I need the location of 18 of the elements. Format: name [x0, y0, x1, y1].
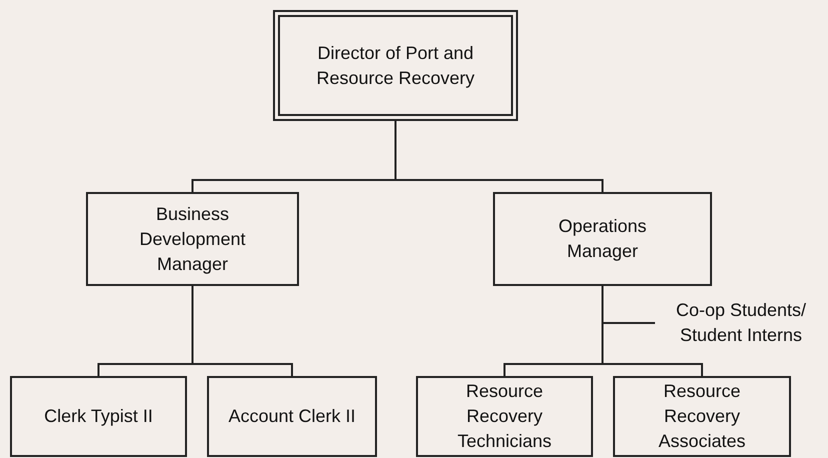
connector-line — [602, 286, 703, 376]
position-title: Account Clerk II — [228, 405, 356, 428]
position-box — [416, 376, 593, 457]
position-title: Clerk Typist II — [44, 405, 153, 428]
manager-box — [493, 192, 712, 286]
position-title: Business Development Manager — [138, 202, 247, 276]
director-box — [273, 10, 518, 121]
connector-line — [394, 121, 604, 192]
position-box — [613, 376, 791, 457]
staff-label: Co-op Students/ Student Interns — [674, 299, 808, 347]
position-box — [207, 376, 377, 457]
position-box — [10, 376, 187, 457]
manager-box — [86, 192, 299, 286]
position-title: Resource Recovery Technicians — [456, 380, 553, 453]
connector-line — [192, 286, 293, 376]
position-title: Director of Port and Resource Recovery — [315, 42, 476, 90]
position-title: Operations Manager — [557, 215, 648, 263]
position-title: Resource Recovery Associates — [657, 380, 747, 453]
